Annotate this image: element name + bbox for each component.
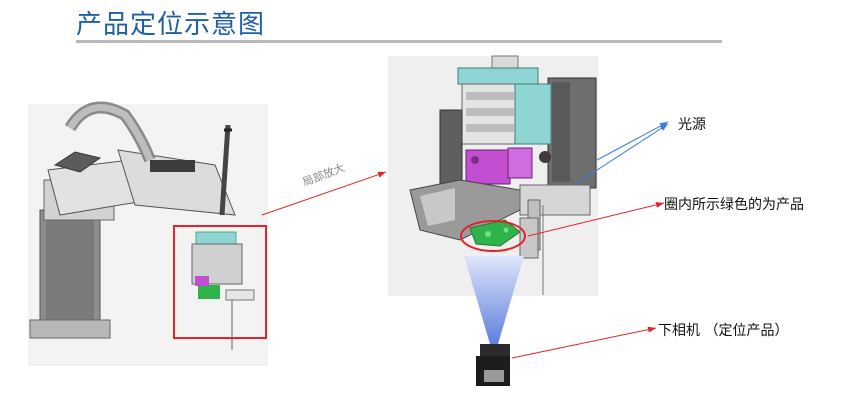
zoom-highlight-box	[173, 225, 267, 339]
light-arrow-1	[596, 121, 669, 161]
camera-view-beam	[464, 256, 524, 344]
zoom-arrow	[261, 171, 387, 216]
bottom-camera-label: 下相机 （定位产品）	[658, 323, 789, 339]
page-title: 产品定位示意图	[76, 10, 266, 40]
light-source-label: 光源	[678, 117, 706, 133]
zoomed-mechanism	[409, 55, 597, 295]
scara-robot	[29, 101, 255, 350]
light-arrow-2	[573, 123, 669, 186]
bottom-camera	[476, 344, 510, 386]
product-label: 圈内所示绿色的为产品	[664, 197, 804, 213]
product-arrow	[527, 201, 665, 237]
camera-arrow	[511, 326, 657, 359]
title-underline	[76, 40, 722, 43]
product-highlight-ellipse	[460, 220, 526, 252]
